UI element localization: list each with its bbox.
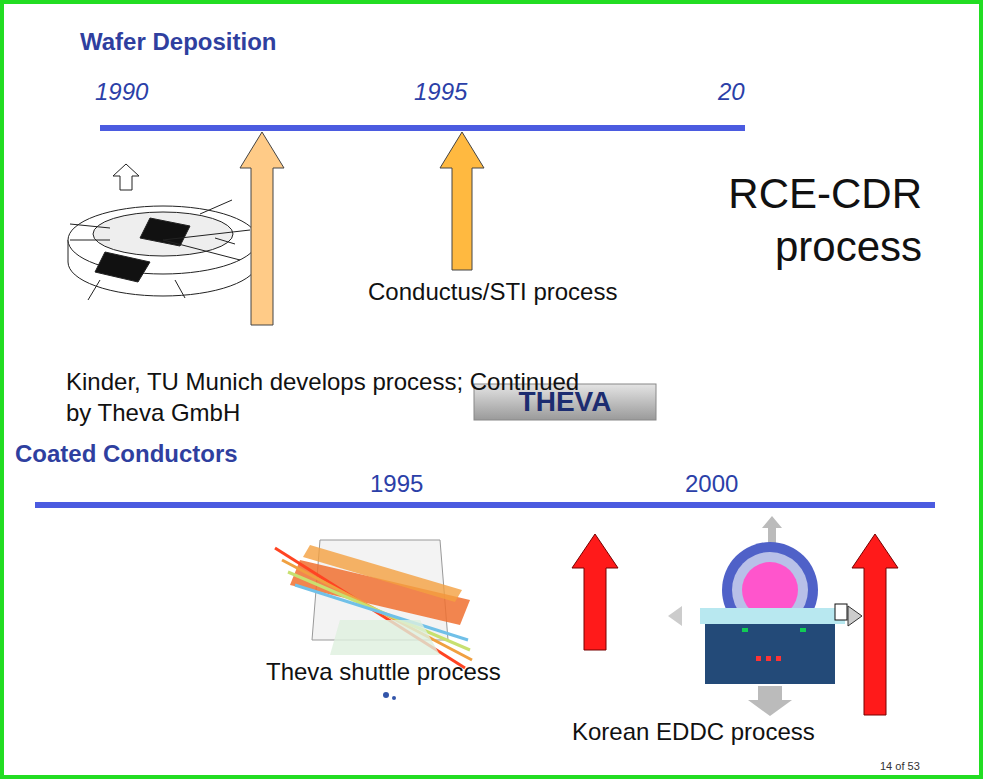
timeline-bar [35, 502, 935, 508]
process-label: Theva shuttle process [266, 658, 501, 687]
eddc-illustration [668, 516, 862, 716]
wafer-apparatus [68, 164, 258, 300]
history-note: Kinder, TU Munich develops process; Cont… [66, 366, 586, 428]
year-label: 1995 [414, 78, 467, 107]
section-heading: Coated Conductors [15, 440, 238, 469]
year-label: 1995 [370, 470, 423, 499]
process-label: Korean EDDC process [572, 718, 815, 747]
process-label: Conductus/STI process [368, 278, 617, 307]
year-label: 20 [718, 78, 745, 107]
timeline-bar [100, 125, 745, 131]
page-number: 14 of 53 [880, 760, 920, 773]
milestone-arrow [852, 534, 898, 715]
milestone-arrow [572, 534, 618, 650]
year-label: 2000 [685, 470, 738, 499]
section-heading: Wafer Deposition [80, 28, 276, 57]
milestone-arrow [440, 132, 484, 270]
milestone-arrow [240, 132, 284, 325]
process-label: RCE-CDR process [686, 168, 922, 273]
company-logo: THEVA [474, 384, 656, 420]
year-label: 1990 [95, 78, 148, 107]
